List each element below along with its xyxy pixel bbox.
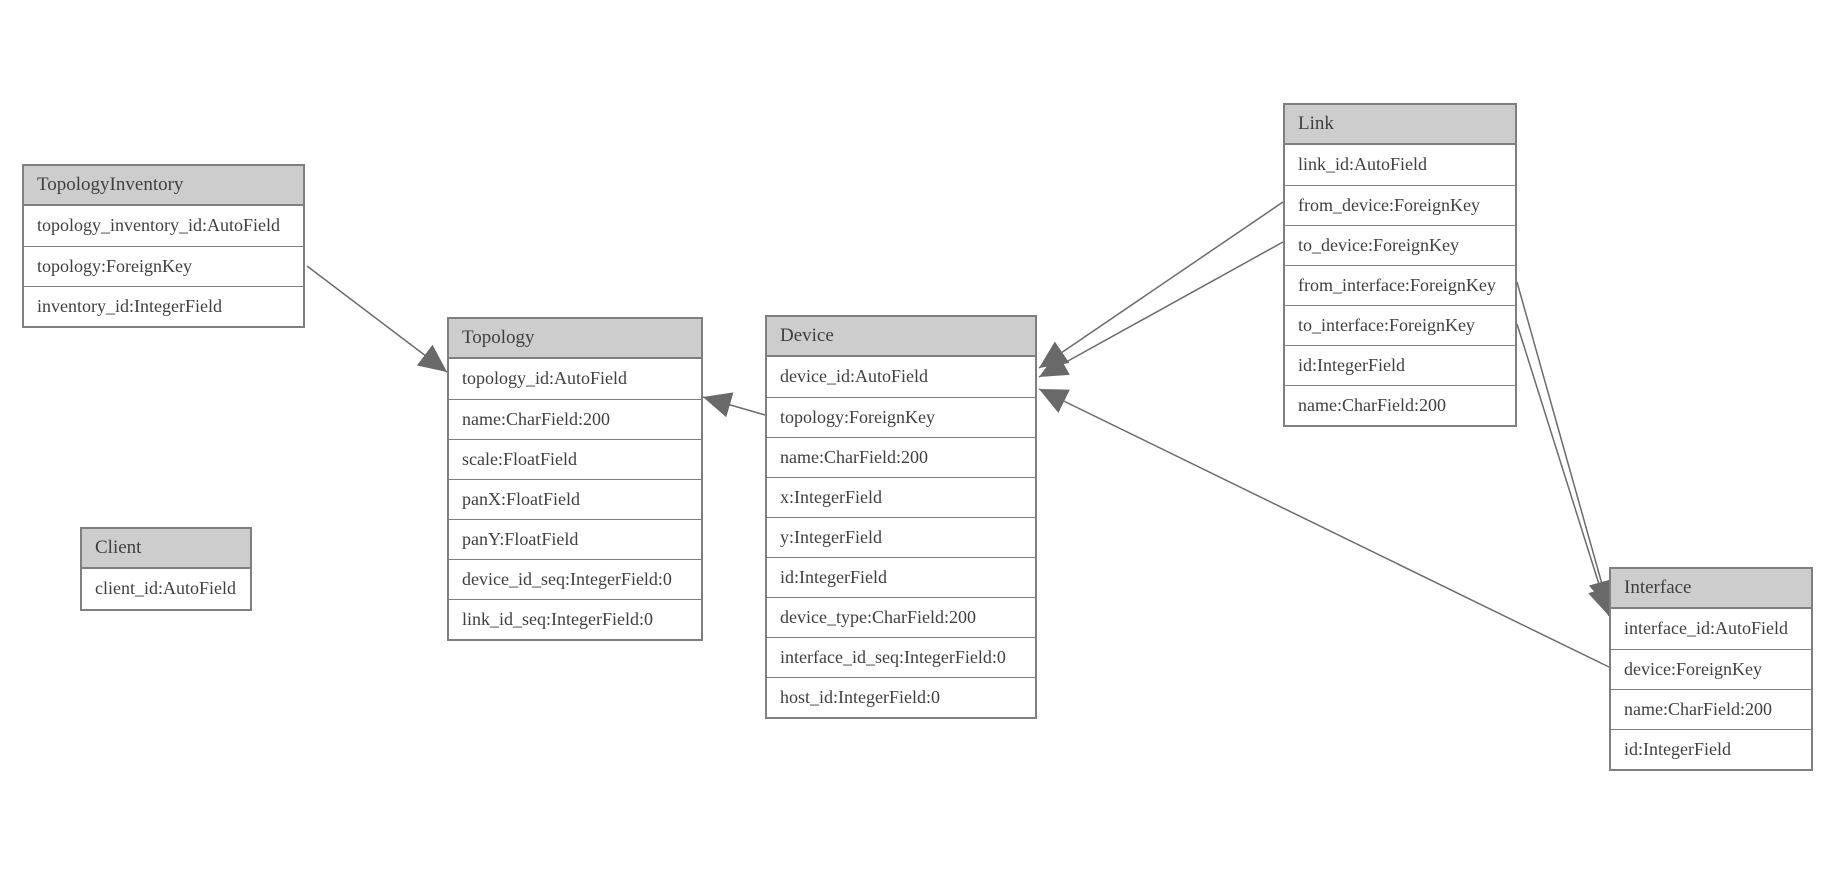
field-row: client_id:AutoField [82,569,250,609]
entity-title-interface[interactable]: Interface [1611,569,1811,609]
field-row: device_id:AutoField [767,357,1035,397]
entity-title-link[interactable]: Link [1285,105,1515,145]
field-row: link_id_seq:IntegerField:0 [449,599,701,639]
field-row: link_id:AutoField [1285,145,1515,185]
entity-title-topology[interactable]: Topology [449,319,701,359]
field-row: panX:FloatField [449,479,701,519]
field-row: from_device:ForeignKey [1285,185,1515,225]
field-row: x:IntegerField [767,477,1035,517]
relation-interface-device [1038,388,1610,668]
field-row: topology:ForeignKey [767,397,1035,437]
entity-title-topologyinventory[interactable]: TopologyInventory [24,166,303,206]
relation-link-to-interface-interface [1516,323,1613,617]
field-row: topology:ForeignKey [24,246,303,286]
field-row: device_id_seq:IntegerField:0 [449,559,701,599]
field-row: name:CharField:200 [449,399,701,439]
entity-title-client[interactable]: Client [82,529,250,569]
field-row: from_interface:ForeignKey [1285,265,1515,305]
field-row: panY:FloatField [449,519,701,559]
field-row: id:IntegerField [1285,345,1515,385]
field-row: device_type:CharField:200 [767,597,1035,637]
field-row: y:IntegerField [767,517,1035,557]
field-row: device:ForeignKey [1611,649,1811,689]
relation-link-to-device-device [1038,241,1284,378]
field-row: id:IntegerField [1611,729,1811,769]
relation-link-from-device-device [1038,201,1284,369]
field-row: topology_id:AutoField [449,359,701,399]
field-row: to_interface:ForeignKey [1285,305,1515,345]
field-row: inventory_id:IntegerField [24,286,303,326]
relation-topologyinventory-topology [306,265,448,373]
field-row: host_id:IntegerField:0 [767,677,1035,717]
field-row: interface_id_seq:IntegerField:0 [767,637,1035,677]
field-row: interface_id:AutoField [1611,609,1811,649]
field-row: topology_inventory_id:AutoField [24,206,303,246]
field-row: name:CharField:200 [1611,689,1811,729]
entity-title-device[interactable]: Device [767,317,1035,357]
relation-device-topology [702,392,766,418]
field-row: id:IntegerField [767,557,1035,597]
field-row: name:CharField:200 [1285,385,1515,425]
relation-link-from-interface-interface [1516,281,1614,610]
field-row: name:CharField:200 [767,437,1035,477]
field-row: to_device:ForeignKey [1285,225,1515,265]
field-row: scale:FloatField [449,439,701,479]
